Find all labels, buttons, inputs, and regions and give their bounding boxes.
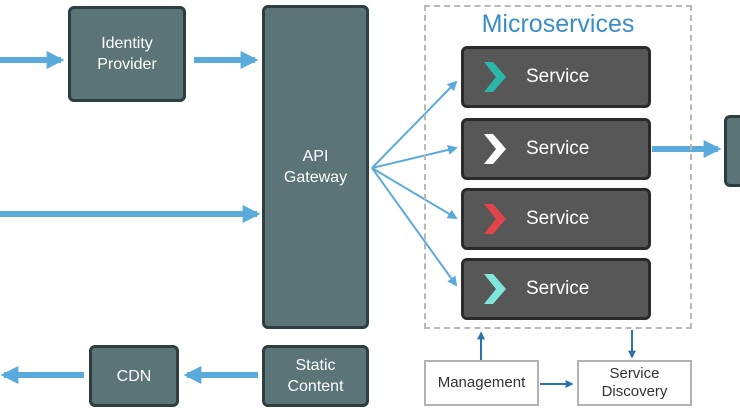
service-4-chevron (484, 274, 506, 304)
static-content-label: Static Content (287, 357, 344, 395)
service-node-1: Service (461, 46, 651, 108)
service-1-chevron (484, 62, 506, 92)
cdn-label: CDN (116, 367, 152, 385)
chevron-right-icon (484, 204, 506, 234)
service-node-4: Service (461, 258, 651, 320)
api-gateway-node: API Gateway (262, 5, 369, 329)
service-2-chevron (484, 134, 506, 164)
service-discovery-node: Service Discovery (577, 360, 692, 406)
service-node-3: Service (461, 188, 651, 250)
chevron-right-icon (484, 62, 506, 92)
microservices-group (424, 5, 692, 329)
arrow-gateway-to-service-1 (371, 80, 458, 169)
service-3-label: Service (526, 208, 590, 229)
chevron-right-icon (484, 274, 506, 304)
api-gateway-label: API Gateway (283, 148, 348, 186)
cdn-node: CDN (89, 345, 179, 407)
service-node-2: Service (461, 118, 651, 180)
service-4-label: Service (526, 278, 590, 299)
static-content-node: Static Content (262, 345, 369, 407)
service-3-chevron (484, 204, 506, 234)
service-1-label: Service (526, 66, 590, 87)
identity-provider-node: Identity Provider (68, 6, 186, 102)
chevron-right-icon (484, 134, 506, 164)
management-node: Management (424, 360, 539, 406)
management-label: Management (437, 374, 526, 391)
arrow-gateway-to-service-2 (371, 144, 458, 169)
service-discovery-label: Service Discovery (601, 365, 668, 400)
external-node (724, 115, 740, 187)
microservices-title: Microservices (481, 10, 635, 38)
arrow-gateway-to-service-3 (371, 167, 458, 220)
service-2-label: Service (526, 138, 590, 159)
arrow-gateway-to-service-4 (371, 167, 458, 287)
identity-provider-label: Identity Provider (97, 35, 157, 73)
